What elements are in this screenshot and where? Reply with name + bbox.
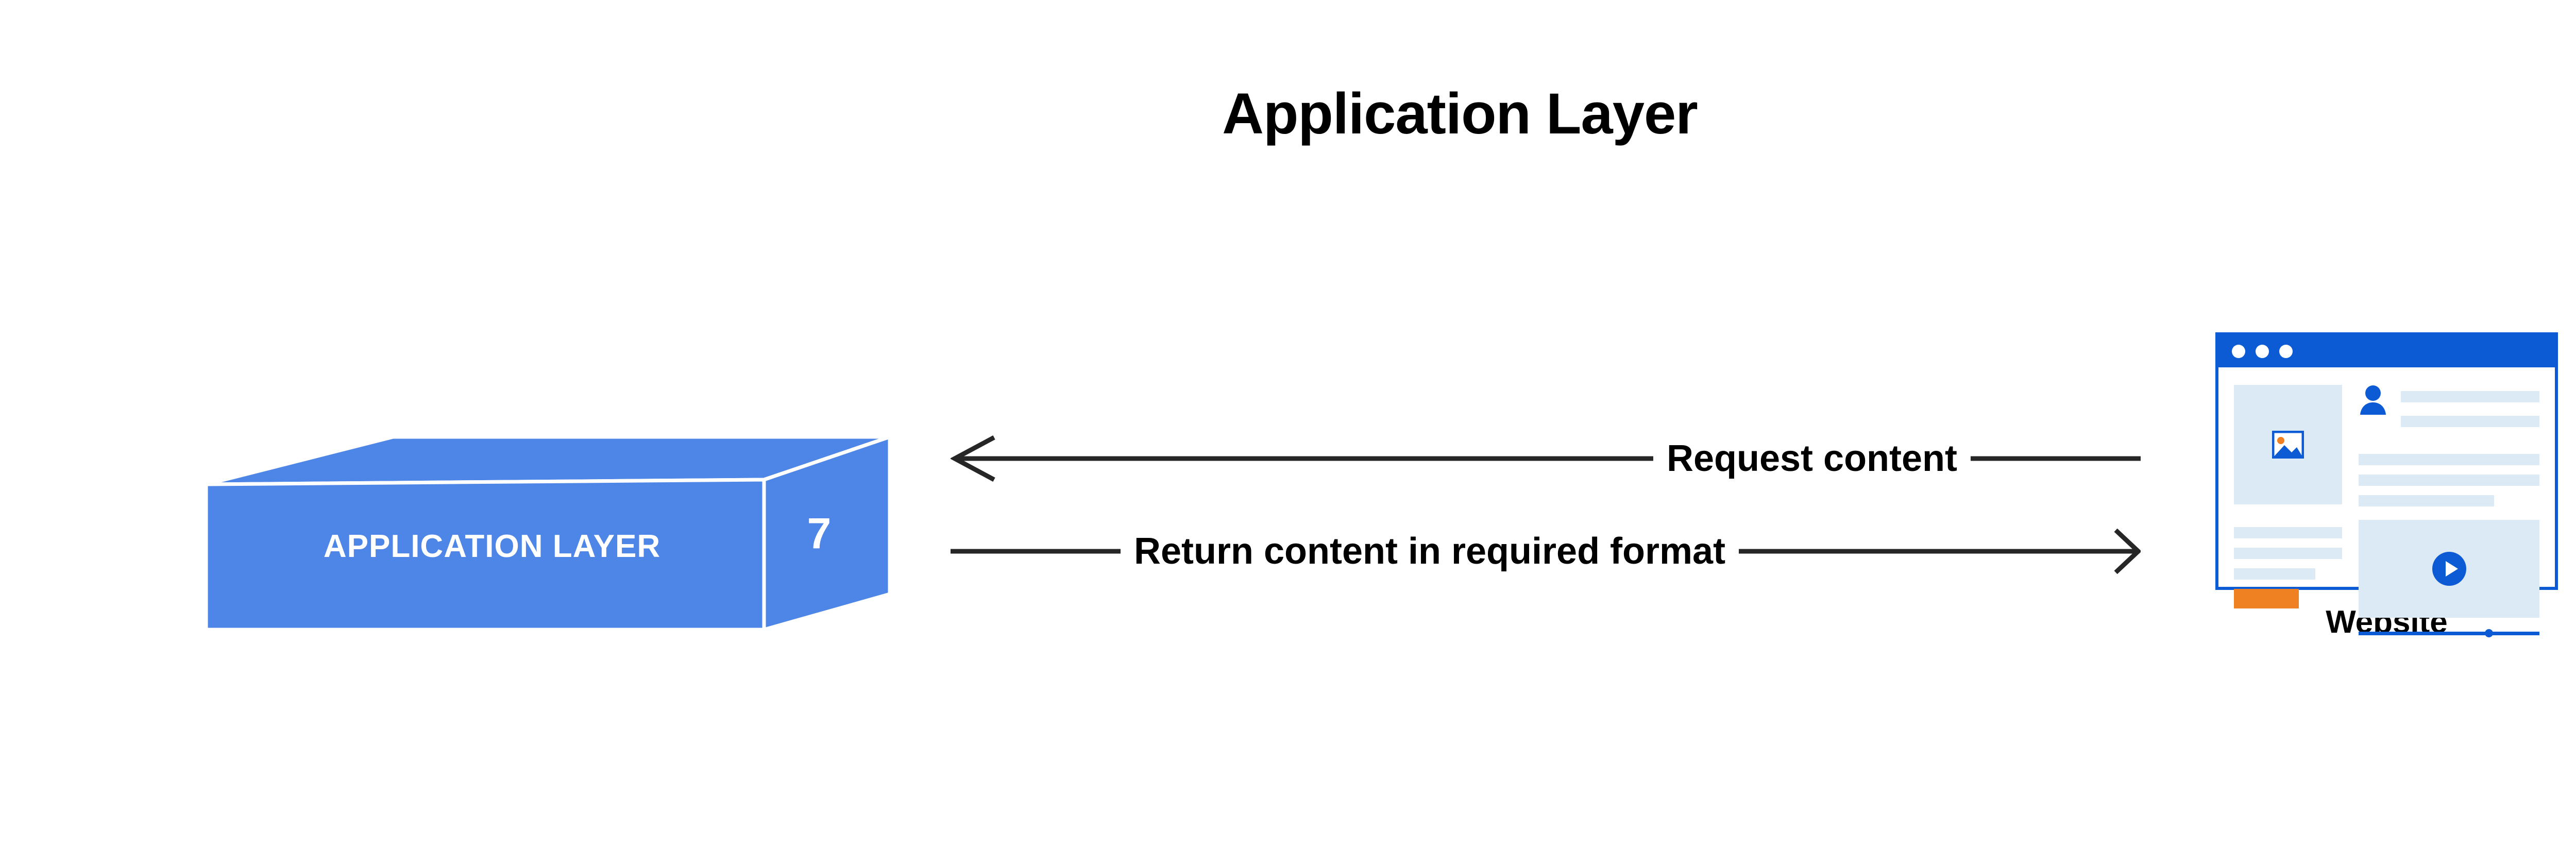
arrow-left-head-segment (951, 430, 1653, 487)
text-line (2401, 416, 2539, 427)
browser-content (2218, 367, 2555, 637)
hero-image-placeholder (2234, 385, 2342, 504)
application-layer-box: APPLICATION LAYER 7 (201, 435, 891, 631)
arrow-left-tail-segment (1971, 430, 2141, 487)
layer-box-front-face (204, 478, 766, 631)
text-line (2401, 391, 2539, 402)
left-text-lines (2234, 527, 2342, 580)
arrow-right-head (2116, 530, 2139, 572)
arrow-left-head (955, 437, 994, 480)
flow-request-content-label: Request content (1666, 438, 1957, 479)
text-line (2359, 454, 2539, 465)
window-dot-maximize-icon[interactable] (2279, 345, 2293, 358)
body-text-lines (2359, 454, 2539, 506)
text-line (2359, 495, 2495, 506)
browser-left-column (2234, 385, 2342, 608)
browser-titlebar (2218, 335, 2555, 367)
text-line (2234, 568, 2315, 580)
flow-request-content: Request content (951, 428, 2141, 489)
text-line (2359, 475, 2539, 486)
flow-return-content: Return content in required format (951, 520, 2141, 582)
page-title: Application Layer (1222, 81, 1698, 146)
text-line (2234, 548, 2342, 559)
person-icon (2360, 385, 2386, 415)
window-dot-minimize-icon[interactable] (2256, 345, 2269, 358)
video-progress-bar[interactable] (2359, 629, 2539, 637)
text-line (2234, 527, 2342, 538)
layer-box-shape (204, 435, 891, 631)
cta-button[interactable] (2234, 589, 2299, 608)
image-placeholder-icon (2272, 431, 2304, 459)
video-progress-thumb[interactable] (2484, 629, 2493, 637)
arrow-right-head-segment (1739, 523, 2141, 580)
play-icon[interactable] (2431, 551, 2467, 587)
profile-row (2359, 385, 2539, 441)
video-progress-track[interactable] (2359, 632, 2539, 635)
website-group: Website (2215, 332, 2566, 638)
flow-return-content-label: Return content in required format (1134, 531, 1726, 572)
browser-right-column (2359, 385, 2539, 637)
profile-text-lines (2401, 385, 2539, 441)
browser-window[interactable] (2215, 332, 2558, 637)
arrow-right-tail-segment (951, 523, 1121, 580)
window-dot-close-icon[interactable] (2232, 345, 2245, 358)
video-placeholder[interactable] (2359, 520, 2539, 618)
